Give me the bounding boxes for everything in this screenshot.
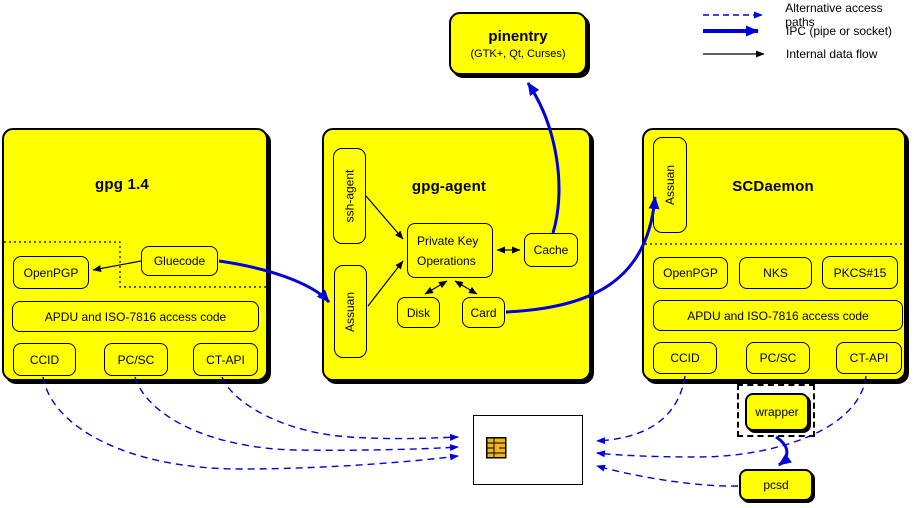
dashed-arrow-icon — [703, 11, 763, 19]
gpg-agent-assuan-label: Assuan — [343, 291, 358, 332]
gpg-agent-title: gpg-agent — [411, 178, 487, 195]
alt-gpg14-ccid-to-card — [42, 376, 459, 470]
ssh-agent-label: ssh-agent — [342, 169, 357, 223]
alt-pcsd-to-card — [596, 464, 739, 487]
alt-gpg14-ctapi-to-card — [221, 376, 459, 441]
card-box: Card — [462, 297, 505, 328]
ipc-wrapper-to-pcsd — [775, 435, 792, 467]
legend-label-internal: Internal data flow — [786, 47, 878, 61]
alt-scdaemon-ccid-to-card — [596, 375, 686, 445]
scdaemon-title: SCDaemon — [732, 178, 814, 195]
scdaemon-ccid-box: CCID — [653, 342, 717, 374]
gpg14-ccid-box: CCID — [13, 343, 76, 376]
scdaemon-assuan-label: Assuan — [663, 164, 677, 206]
alt-gpg14-pcsc-to-card — [134, 376, 459, 452]
scdaemon-pcsc-box: PC/SC — [746, 342, 810, 374]
scdaemon-openpgp-box: OpenPGP — [653, 257, 728, 289]
pinentry-title: pinentry — [488, 27, 548, 45]
gpg-agent-assuan-box: Assuan — [334, 265, 367, 358]
gpg14-pcsc-box: PC/SC — [104, 343, 168, 376]
gpg14-openpgp-box: OpenPGP — [13, 256, 89, 289]
gpg14-title: gpg 1.4 — [95, 176, 149, 193]
pinentry-box: pinentry (GTK+, Qt, Curses) — [449, 12, 587, 75]
private-key-operations-box: Private Key Operations — [407, 223, 493, 278]
cache-box: Cache — [524, 233, 578, 267]
legend-item-ipc: IPC (pipe or socket) — [700, 24, 892, 38]
internal-arrow-icon — [703, 50, 765, 58]
smartcard — [473, 415, 583, 485]
legend-item-internal: Internal data flow — [700, 47, 877, 61]
alt-scdaemon-ctapi-to-card — [596, 375, 867, 458]
legend-label-alternative: Alternative access paths — [785, 1, 883, 29]
scdaemon-ctapi-box: CT-API — [836, 342, 902, 374]
pinentry-subtitle: (GTK+, Qt, Curses) — [470, 47, 566, 60]
scdaemon-apdu-box: APDU and ISO-7816 access code — [653, 300, 903, 331]
scdaemon-nks-box: NKS — [739, 257, 812, 289]
gpg14-ctapi-box: CT-API — [193, 343, 258, 376]
scdaemon-assuan-box: Assuan — [653, 137, 687, 233]
legend-label-ipc: IPC (pipe or socket) — [786, 24, 893, 38]
smartcard-chip-icon — [486, 437, 507, 459]
gpg14-apdu-box: APDU and ISO-7816 access code — [12, 301, 259, 332]
scdaemon-pkcs15-box: PKCS#15 — [822, 256, 898, 289]
gpg14-gluecode-box: Gluecode — [141, 246, 218, 276]
pcsd-box: pcsd — [739, 469, 813, 501]
legend-item-alternative: Alternative access paths — [700, 1, 914, 29]
pko-line1: Private Key — [417, 233, 479, 248]
ipc-arrow-icon — [703, 25, 759, 37]
gpg-agent-ssh-agent-box: ssh-agent — [333, 148, 366, 244]
disk-box: Disk — [397, 297, 440, 328]
pko-line2: Operations — [417, 253, 476, 268]
wrapper-box: wrapper — [745, 393, 809, 431]
